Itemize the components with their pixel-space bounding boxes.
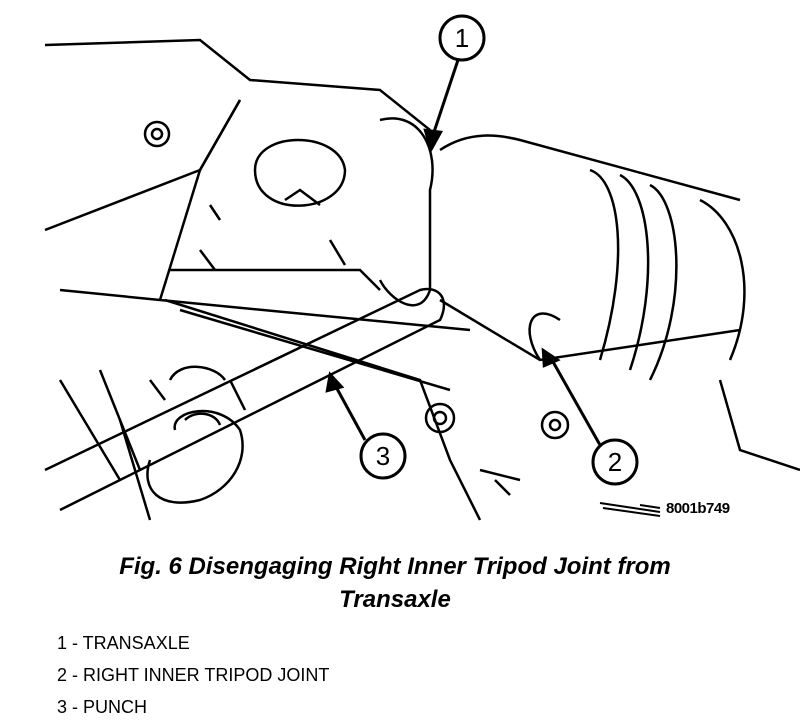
- callout-2-label: 2: [608, 447, 622, 477]
- callout-3: [325, 371, 407, 480]
- punch: [44, 287, 446, 512]
- legend-item: 3 - PUNCH: [57, 697, 148, 717]
- legend-item: 1 - TRANSAXLE: [57, 633, 190, 653]
- callout-1-label: 1: [455, 23, 469, 53]
- legend-item: 2 - RIGHT INNER TRIPOD JOINT: [57, 665, 330, 685]
- transaxle-housing: [44, 38, 570, 521]
- caption-line-2: Transaxle: [339, 586, 451, 613]
- code-leader: [599, 502, 661, 517]
- figure-caption: Fig. 6 Disengaging Right Inner Tripod Jo…: [0, 550, 790, 616]
- callout-3-label: 3: [376, 441, 390, 471]
- hand: [118, 365, 244, 521]
- illustration: 1 2 3: [44, 14, 800, 521]
- callout-1: [423, 14, 486, 154]
- caption-line-1: Fig. 6 Disengaging Right Inner Tripod Jo…: [119, 553, 671, 580]
- tripod-joint: [378, 117, 800, 472]
- legend: 1 - TRANSAXLE 2 - RIGHT INNER TRIPOD JOI…: [57, 627, 329, 723]
- figure-code: 8001b749: [666, 500, 730, 517]
- callout-2: [541, 347, 639, 486]
